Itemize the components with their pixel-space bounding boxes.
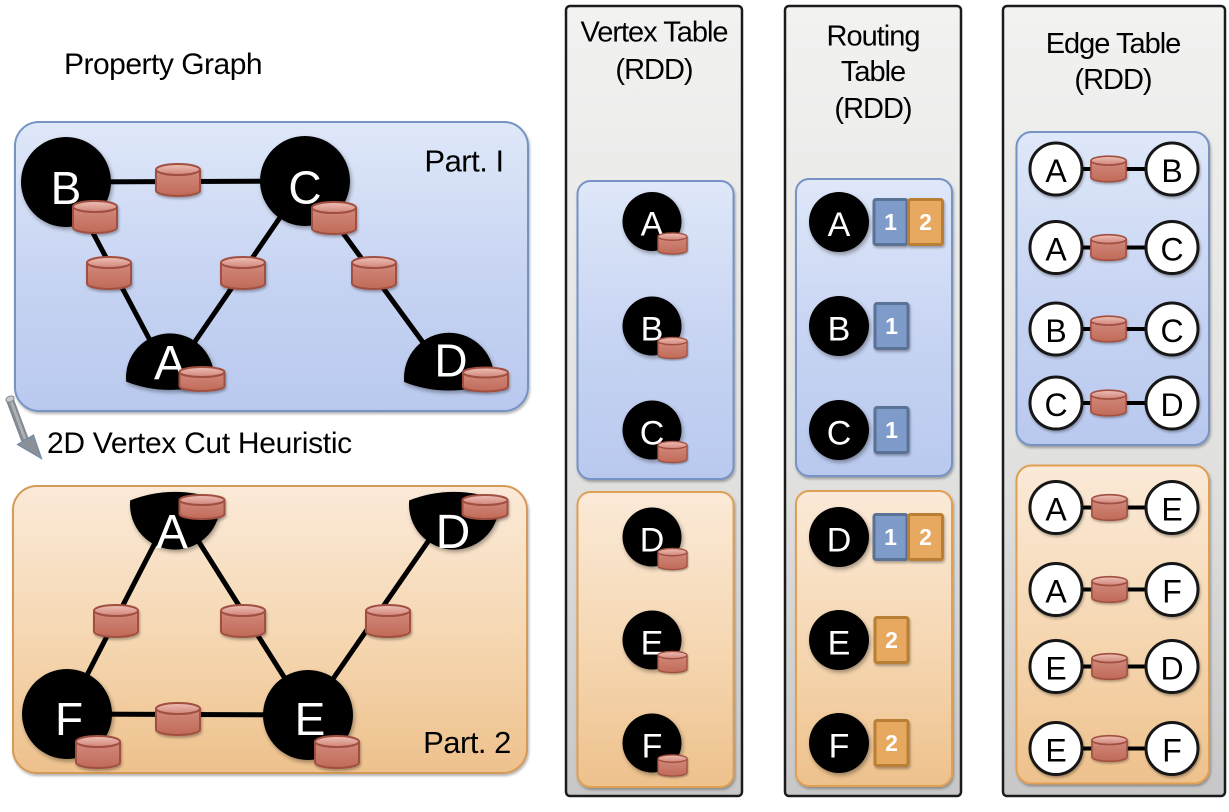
svg-text:B: B	[828, 311, 851, 349]
svg-text:D: D	[1160, 387, 1183, 423]
svg-text:A: A	[1045, 492, 1067, 528]
svg-text:A: A	[828, 206, 851, 244]
svg-text:2: 2	[885, 627, 898, 653]
svg-text:Routing: Routing	[827, 21, 920, 53]
svg-text:F: F	[829, 728, 850, 766]
svg-text:E: E	[1161, 492, 1182, 528]
svg-text:A: A	[1045, 232, 1067, 268]
svg-text:F: F	[1162, 574, 1182, 610]
svg-text:2: 2	[885, 730, 898, 756]
svg-text:F: F	[55, 693, 83, 745]
svg-text:C: C	[1044, 387, 1067, 423]
svg-text:F: F	[1162, 733, 1182, 769]
svg-text:C: C	[1160, 313, 1183, 349]
svg-text:(RDD): (RDD)	[834, 93, 911, 125]
svg-text:B: B	[1161, 153, 1182, 189]
svg-text:B: B	[1045, 313, 1066, 349]
svg-text:Edge Table: Edge Table	[1046, 28, 1181, 60]
svg-text:C: C	[1160, 232, 1183, 268]
svg-text:A: A	[1045, 153, 1067, 189]
svg-text:E: E	[828, 625, 851, 663]
svg-text:D: D	[1160, 651, 1183, 687]
svg-text:E: E	[1045, 651, 1066, 687]
svg-text:2: 2	[919, 209, 932, 235]
svg-text:E: E	[641, 625, 664, 663]
svg-text:F: F	[642, 728, 663, 766]
svg-text:1: 1	[884, 524, 897, 550]
svg-text:1: 1	[884, 209, 897, 235]
svg-text:Table: Table	[841, 56, 905, 88]
svg-text:Part. I: Part. I	[424, 144, 503, 179]
svg-text:Property Graph: Property Graph	[64, 48, 262, 81]
svg-text:D: D	[827, 522, 852, 560]
svg-text:B: B	[641, 311, 664, 349]
svg-text:E: E	[1045, 733, 1066, 769]
svg-text:1: 1	[885, 417, 898, 443]
svg-text:2D Vertex Cut Heuristic: 2D Vertex Cut Heuristic	[47, 427, 352, 460]
svg-text:(RDD): (RDD)	[615, 54, 692, 86]
svg-text:1: 1	[885, 313, 898, 339]
svg-text:A: A	[1045, 574, 1067, 610]
svg-text:Vertex Table: Vertex Table	[580, 17, 727, 49]
svg-text:Part. 2: Part. 2	[423, 725, 511, 760]
svg-text:E: E	[295, 693, 326, 745]
svg-text:C: C	[827, 415, 852, 453]
svg-text:A: A	[641, 206, 664, 244]
svg-text:(RDD): (RDD)	[1074, 64, 1151, 96]
svg-text:2: 2	[919, 524, 932, 550]
